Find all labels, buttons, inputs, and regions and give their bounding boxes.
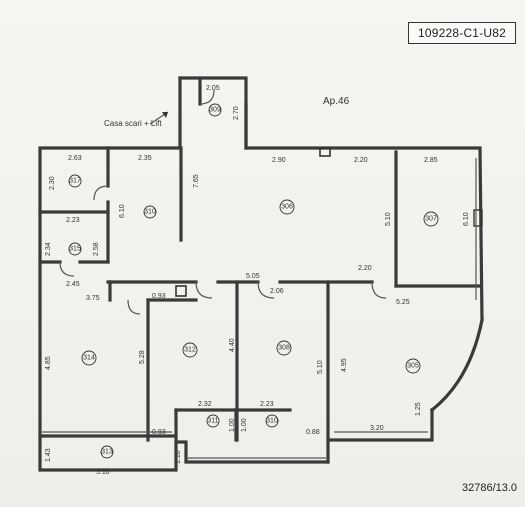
dim-2-20a: 2.20 bbox=[354, 157, 368, 164]
dim-6-10b: 6.10 bbox=[463, 212, 470, 226]
dim-2-23: 2.23 bbox=[66, 217, 80, 224]
plan-code-box: 109228-C1-U82 bbox=[408, 22, 516, 44]
room-number-311: 311 bbox=[207, 418, 218, 425]
dim-2-30: 2.30 bbox=[49, 176, 56, 190]
room-circles bbox=[68, 103, 439, 459]
dim-3-20: 3.20 bbox=[370, 425, 384, 432]
stair-arrow bbox=[149, 111, 169, 125]
room-number-312: 312 bbox=[184, 347, 196, 354]
dim-1-25: 1.25 bbox=[415, 402, 422, 416]
dim-2-63: 2.63 bbox=[68, 155, 82, 162]
room-number-310: 310 bbox=[144, 209, 156, 216]
apartment-label: Ap.46 bbox=[323, 96, 350, 107]
dim-2-58: 2.58 bbox=[93, 242, 100, 256]
room-number-308: 308 bbox=[278, 345, 290, 352]
dim-3-75: 3.75 bbox=[86, 295, 100, 302]
dim-2-05: 2.05 bbox=[206, 85, 220, 92]
vertical-dimensions: 2.70 2.30 7.65 6.10 5.10 6.10 2.34 2.58 … bbox=[45, 106, 470, 464]
dim-2-20b: 2.20 bbox=[358, 265, 372, 272]
dim-6-10a: 6.10 bbox=[119, 204, 126, 218]
dim-5-10b: 5.10 bbox=[317, 360, 324, 374]
dim-2-23b: 2.23 bbox=[260, 401, 274, 408]
stair-label: Casa scari + Lift bbox=[104, 119, 162, 128]
horizontal-dimensions: 2.05 2.63 2.35 2.90 2.20 2.85 2.23 5.05 … bbox=[66, 85, 438, 476]
dim-2-85: 2.85 bbox=[424, 157, 438, 164]
footer-code: 32786/13.0 bbox=[462, 482, 518, 494]
room-number-317: 317 bbox=[69, 178, 81, 185]
room-number-313: 313 bbox=[101, 449, 113, 456]
doors bbox=[59, 89, 387, 315]
dim-1-10: 1.10 bbox=[175, 450, 182, 464]
dim-5-28: 5.28 bbox=[139, 350, 146, 364]
dim-2-06: 2.06 bbox=[270, 288, 284, 295]
dim-2-32: 2.32 bbox=[198, 401, 212, 408]
dim-4-40: 4.40 bbox=[229, 338, 236, 352]
dim-1-43: 1.43 bbox=[45, 448, 52, 462]
dim-0-93a: 0.93 bbox=[152, 293, 166, 300]
room-numbers: 309 306 307 317 310 315 314 312 308 305 … bbox=[69, 107, 437, 456]
dim-7-65: 7.65 bbox=[193, 174, 200, 188]
dim-2-34: 2.34 bbox=[45, 242, 52, 256]
room-number-309: 309 bbox=[209, 107, 221, 114]
dim-5-25: 5.25 bbox=[396, 299, 410, 306]
room-number-305: 305 bbox=[407, 363, 419, 370]
dim-2-45: 2.45 bbox=[66, 281, 80, 288]
interior-walls bbox=[38, 76, 482, 444]
windows bbox=[42, 158, 477, 459]
dim-5-10a: 5.10 bbox=[385, 212, 392, 226]
dim-2-70: 2.70 bbox=[233, 106, 240, 120]
dim-5-10c: 5.10 bbox=[96, 469, 110, 476]
dim-0-93b: 0.93 bbox=[152, 429, 166, 436]
dim-2-90: 2.90 bbox=[272, 157, 286, 164]
dim-4-95: 4.95 bbox=[341, 358, 348, 372]
dim-1-00b: 1.00 bbox=[241, 418, 248, 432]
dim-4-85: 4.85 bbox=[45, 356, 52, 370]
room-number-306: 306 bbox=[281, 204, 293, 211]
pillars bbox=[175, 147, 483, 297]
room-number-314: 314 bbox=[83, 355, 95, 362]
room-number-307: 307 bbox=[425, 216, 437, 223]
dim-2-35: 2.35 bbox=[138, 155, 152, 162]
dim-0-88: 0.88 bbox=[306, 429, 320, 436]
dim-5-05: 5.05 bbox=[246, 273, 260, 280]
dim-1-00a: 1.00 bbox=[229, 418, 236, 432]
room-number-310b: 310 bbox=[266, 418, 278, 425]
room-number-315: 315 bbox=[69, 246, 81, 253]
